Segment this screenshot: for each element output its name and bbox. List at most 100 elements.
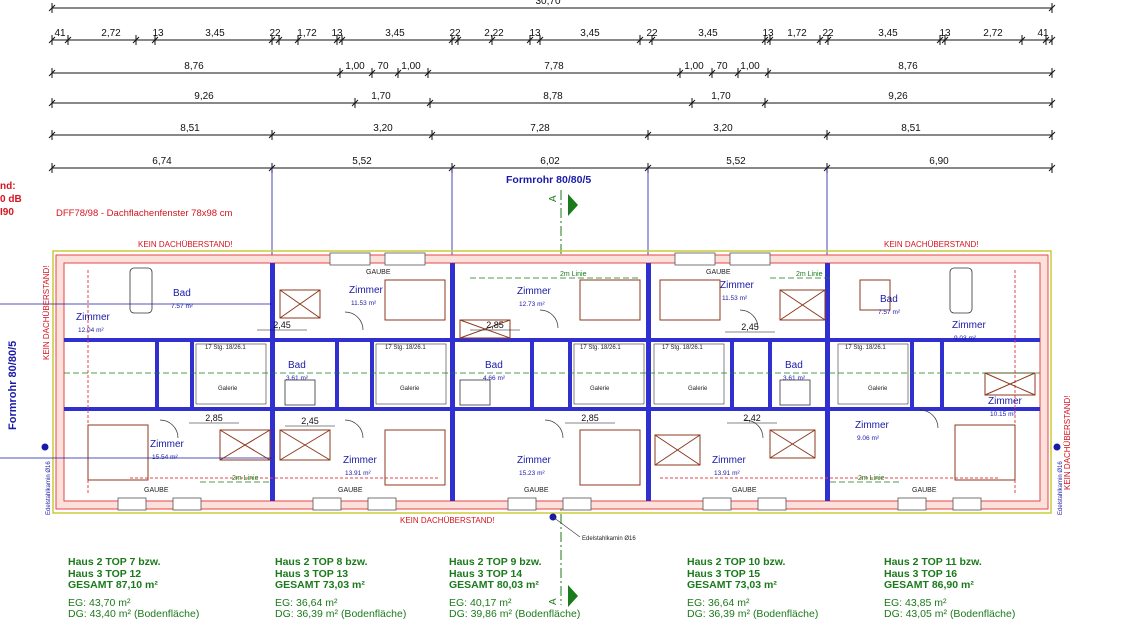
stair-label-4: 17 Stg. 18/26.1	[662, 345, 703, 351]
linie-label-2: 2m Linie	[796, 271, 823, 278]
dimension-chains	[52, 7, 1052, 169]
room-area: 9.03 m²	[954, 335, 977, 342]
unit-eg: EG: 43,85 m²	[884, 596, 947, 609]
room-name: Zimmer	[343, 455, 378, 466]
dimension-label: 1,70	[371, 91, 391, 102]
dimension-label: 8,76	[184, 61, 204, 72]
gaube-label-bottom-2: GAUBE	[338, 487, 363, 494]
kein-label-bottom: KEIN DACHÜBERSTAND!	[400, 516, 495, 525]
dimension-label: 8,78	[543, 91, 563, 102]
dimension-label: 1,00	[684, 61, 704, 72]
section-arrow-top	[568, 194, 578, 216]
corridor-walls	[64, 338, 1040, 411]
room-area: 9.06 m²	[857, 435, 880, 442]
two-meter-lines	[64, 277, 1040, 483]
room-name: Bad	[288, 360, 306, 371]
section-arrow-bottom	[568, 585, 578, 607]
dimension-label: 3,45	[385, 28, 405, 39]
dimension-label: 8,76	[898, 61, 918, 72]
room-area: 11.53 m²	[722, 295, 748, 302]
edelstahl-label-left: Edelstahlkamin Ø16	[46, 461, 52, 515]
galerie-label-5: Galerie	[868, 386, 888, 392]
room-name: Bad	[880, 294, 898, 305]
dimension-label: 22	[646, 28, 658, 39]
window-openings-top	[329, 252, 771, 266]
dimension-label: 3,20	[373, 123, 393, 134]
inner-dimension-label: 2,45	[301, 416, 319, 426]
unit-title: Haus 2 TOP 9 bzw.	[449, 556, 542, 568]
room-area: 12.73 m²	[519, 301, 545, 308]
stair-label-1: 17 Stg. 18/26.1	[205, 345, 246, 351]
room-name: Zimmer	[988, 396, 1023, 407]
unit-summary-11: Haus 2 TOP 11 bzw. Haus 3 TOP 16 GESAMT …	[884, 556, 1015, 621]
dff-note: DFF78/98 - Dachflachenfenster 78x98 cm	[56, 208, 233, 219]
unit-eg: EG: 43,70 m²	[68, 596, 131, 609]
dimension-label: 1,72	[297, 28, 317, 39]
dimension-label: 6,02	[540, 156, 560, 167]
dimension-label: 41	[54, 28, 66, 39]
unit-subtitle: Haus 3 TOP 15	[687, 567, 761, 580]
room-area: 7.57 m²	[878, 309, 901, 316]
unit-dg: DG: 43,40 m² (Bodenfläche)	[68, 608, 200, 620]
gaube-label-top-2: GAUBE	[706, 269, 731, 276]
galerie-label-2: Galerie	[400, 386, 420, 392]
room-area: 11.53 m²	[351, 300, 377, 307]
unit-subtitle: Haus 3 TOP 14	[449, 567, 523, 580]
unit-subtitle: Haus 3 TOP 16	[884, 567, 958, 580]
dimension-label: 70	[377, 61, 389, 72]
unit-total: GESAMT 73,03 m²	[275, 579, 365, 591]
inner-dimension-label: 2,85	[205, 413, 223, 423]
inner-dimension-label: 2,45	[273, 320, 291, 330]
room-name: Zimmer	[517, 455, 552, 466]
legend-fragment: nd: 0 dB I90	[0, 180, 22, 219]
room-area: 15.54 m²	[152, 454, 178, 461]
dimension-label: 2,22	[484, 28, 504, 39]
dimension-label: 22	[822, 28, 834, 39]
formrohr-top-label: Formrohr 80/80/5	[506, 174, 591, 186]
room-name: Bad	[485, 360, 503, 371]
dimension-label: 1,70	[711, 91, 731, 102]
legend-line-2: 0 dB	[0, 194, 22, 205]
window-openings-bottom	[117, 497, 982, 511]
stair-label-2: 17 Stg. 18/26.1	[385, 345, 426, 351]
dimension-label: 3,45	[580, 28, 600, 39]
room-area: 13.91 m²	[345, 470, 371, 477]
kein-label-left: KEIN DACHÜBERSTAND!	[42, 265, 51, 360]
kein-label-top-left: KEIN DACHÜBERSTAND!	[138, 240, 233, 249]
unit-title: Haus 2 TOP 11 bzw.	[884, 556, 982, 568]
galerie-label-4: Galerie	[688, 386, 708, 392]
unit-total: GESAMT 87,10 m²	[68, 579, 158, 591]
stair-label-5: 17 Stg. 18/26.1	[845, 345, 886, 351]
dimension-label: 9,26	[888, 91, 908, 102]
unit-eg: EG: 40,17 m²	[449, 596, 512, 609]
room-area: 12.04 m²	[78, 327, 104, 334]
unit-summary-9: Haus 2 TOP 9 bzw. Haus 3 TOP 14 GESAMT 8…	[449, 556, 580, 621]
dimension-label: 30,70	[535, 0, 560, 7]
unit-title: Haus 2 TOP 10 bzw.	[687, 556, 786, 568]
room-name: Zimmer	[720, 280, 755, 291]
kein-label-top-right: KEIN DACHÜBERSTAND!	[884, 240, 979, 249]
dimension-label: 1,00	[345, 61, 365, 72]
dimension-label: 22	[269, 28, 281, 39]
room-labels: Zimmer 12.04 m² Bad 7.57 m² Zimmer 11.53 m² Zi…	[76, 280, 1023, 477]
dimension-label: 2,72	[101, 28, 121, 39]
room-area: 7.57 m²	[171, 303, 194, 310]
dimension-label: 70	[716, 61, 728, 72]
doors	[159, 309, 939, 439]
edelstahl-label-center: Edelstahlkamin Ø16	[582, 536, 636, 542]
dimension-label: 8,51	[180, 123, 200, 134]
dimension-label: 13	[762, 28, 774, 39]
room-area: 4.66 m²	[483, 375, 506, 382]
unit-summary-10: Haus 2 TOP 10 bzw. Haus 3 TOP 15 GESAMT …	[687, 556, 818, 621]
gaube-label-top-1: GAUBE	[366, 269, 391, 276]
room-area: 3.61 m²	[286, 375, 309, 382]
dimension-label: 7,28	[530, 123, 550, 134]
dimension-label: 9,26	[194, 91, 214, 102]
dimension-label: 1,72	[787, 28, 807, 39]
room-area: 3.61 m²	[783, 375, 806, 382]
room-area: 10.15 m²	[990, 411, 1016, 418]
dimension-label: 22	[449, 28, 461, 39]
unit-eg: EG: 36,64 m²	[275, 596, 338, 609]
unit-title: Haus 2 TOP 8 bzw.	[275, 556, 368, 568]
